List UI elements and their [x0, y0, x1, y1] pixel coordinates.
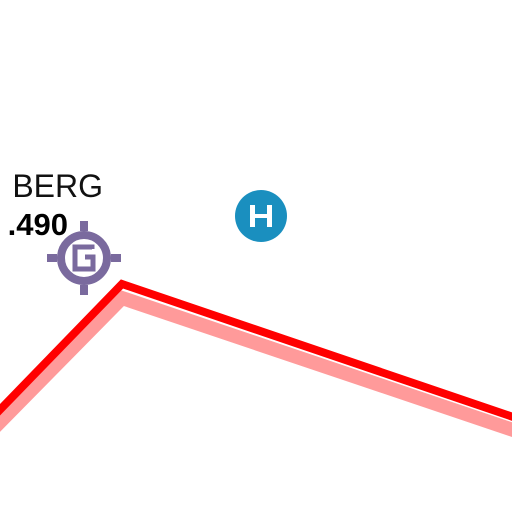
- crosshair-ring: [57, 231, 111, 285]
- g-glyph: [72, 244, 96, 272]
- crosshair-g-icon[interactable]: [47, 221, 121, 295]
- h-glyph: [250, 205, 272, 227]
- route-line-stroke: [0, 279, 512, 421]
- route-line[interactable]: [0, 279, 512, 438]
- place-name-label: BERG: [12, 168, 103, 204]
- route-line-casing: [0, 289, 512, 438]
- helipad-h-icon[interactable]: [233, 188, 289, 244]
- elevation-label: .490: [8, 207, 68, 242]
